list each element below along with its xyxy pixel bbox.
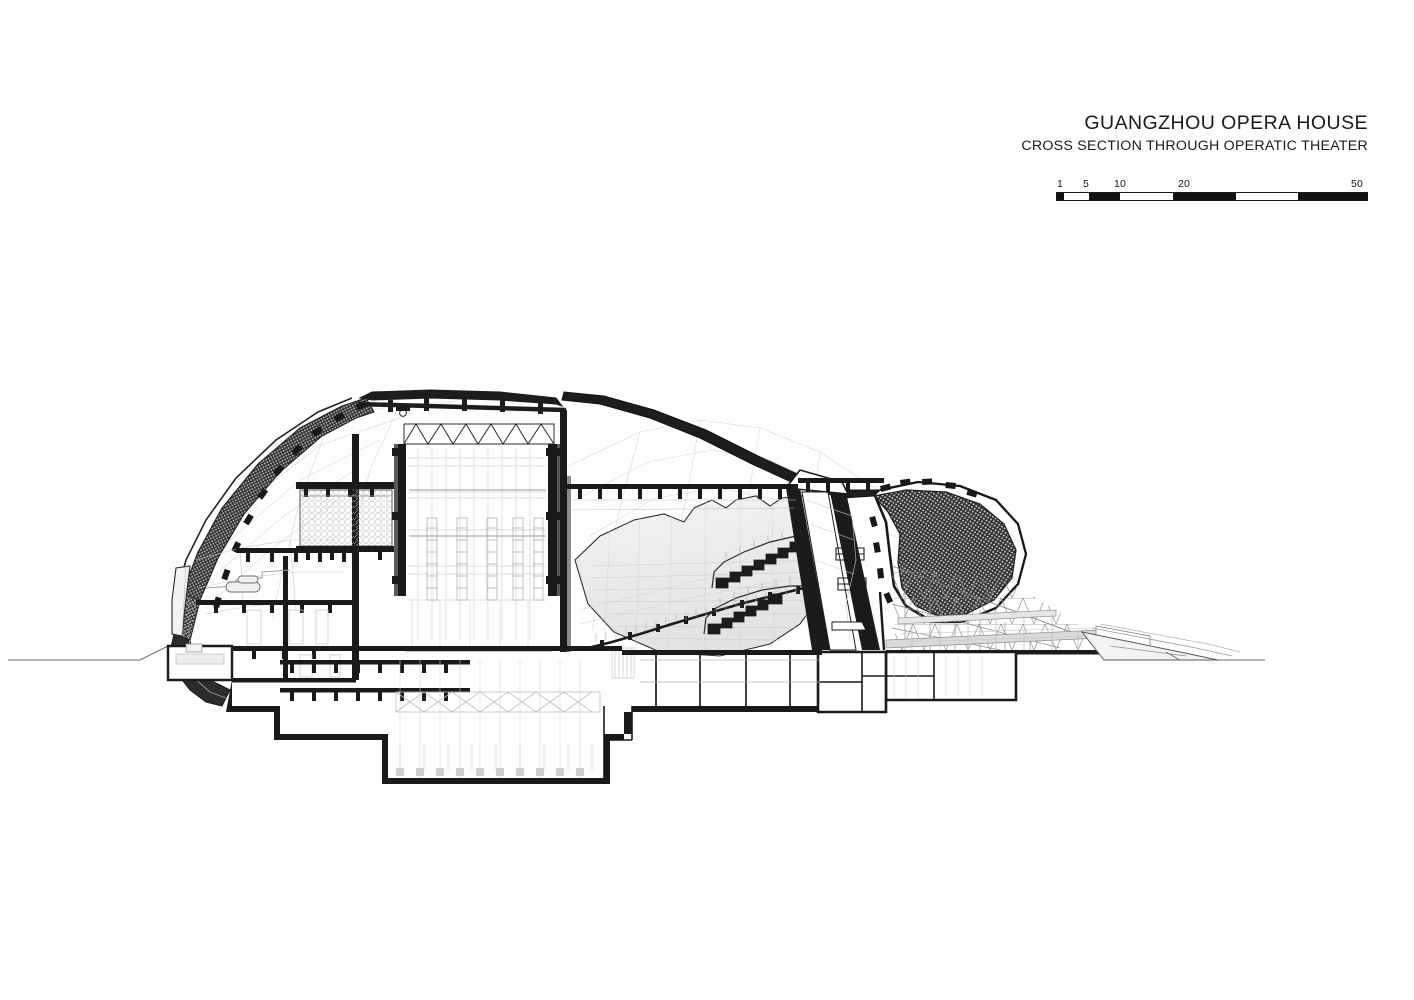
east-plaza-ramp (1080, 623, 1241, 661)
scale-segment-4 (1298, 193, 1368, 200)
scale-segment-3 (1173, 193, 1236, 200)
west-gallery-beams (236, 482, 356, 562)
fly-tower (357, 389, 567, 652)
east-basement (816, 650, 1018, 714)
scale-tick-1: 1 (1057, 178, 1064, 190)
east-roof-ribs (869, 478, 978, 604)
proscenium-wall (560, 410, 571, 652)
scale-bar-track (1056, 192, 1368, 201)
scale-bar: 1 5 10 20 50 (1056, 178, 1368, 206)
east-lobby-poche (784, 469, 880, 651)
scale-tick-5: 5 (1083, 178, 1090, 190)
east-soffit-beams (798, 478, 884, 492)
scale-segment-1 (1057, 193, 1064, 200)
title-block: GUANGZHOU OPERA HOUSE CROSS SECTION THRO… (848, 112, 1368, 156)
page-subtitle: CROSS SECTION THROUGH OPERATIC THEATER (1021, 138, 1368, 154)
scale-bar-labels: 1 5 10 20 50 (1056, 178, 1368, 192)
auditorium-volume (574, 495, 829, 657)
scale-tick-50: 50 (1351, 178, 1364, 190)
gallery-beam-grid (566, 484, 798, 511)
scale-tick-10: 10 (1114, 178, 1127, 190)
scale-tick-20: 20 (1178, 178, 1191, 190)
scale-segment-2 (1089, 193, 1120, 200)
page-title: GUANGZHOU OPERA HOUSE (1084, 112, 1368, 134)
basement-understage (226, 646, 822, 784)
